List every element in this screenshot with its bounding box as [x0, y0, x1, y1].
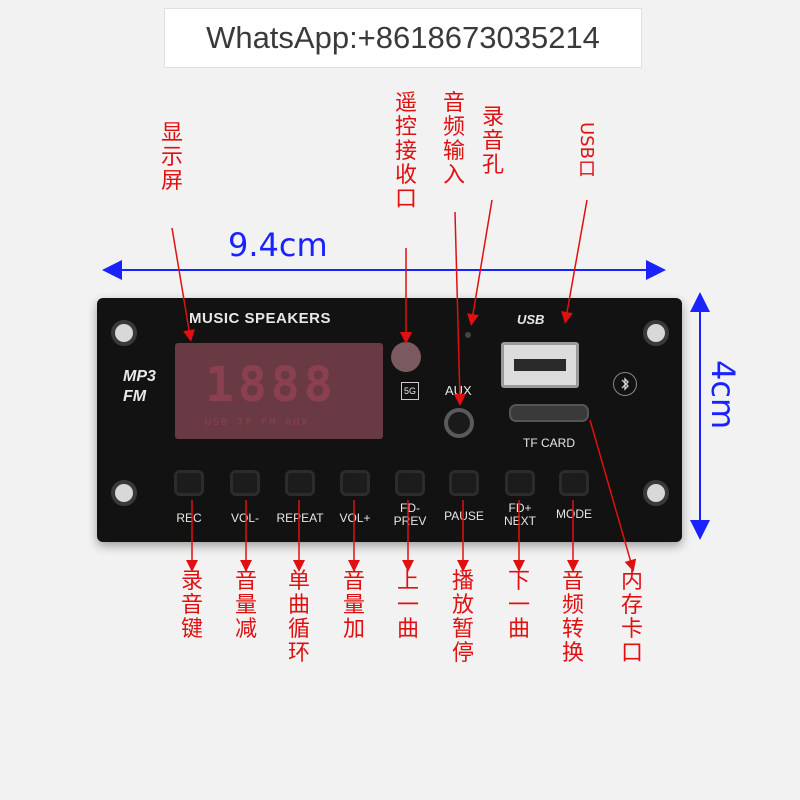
ir-icon: 5G	[401, 382, 419, 400]
label-audio-input: 音频输入	[442, 91, 465, 188]
aux-jack	[444, 408, 474, 438]
label-mode-switch: 音频转换	[561, 569, 584, 666]
mount-hole-top-left	[111, 320, 137, 346]
ir-receiver	[391, 342, 421, 372]
prev-label: FD- PREV	[393, 501, 427, 528]
pause-label: PAUSE	[444, 509, 484, 523]
vol-down-button[interactable]	[230, 470, 260, 496]
rec-label: REC	[176, 511, 202, 525]
usb-port-slot	[514, 359, 566, 371]
next-label: FD+ NEXT	[503, 501, 536, 528]
tf-card-label: TF CARD	[523, 436, 575, 450]
usb-port	[501, 342, 579, 388]
label-prev-track: 上一曲	[396, 569, 419, 642]
label-ir-receiver: 遥控接收口	[394, 91, 417, 212]
vol-down-label: VOL-	[230, 511, 259, 525]
tf-card-slot	[509, 404, 589, 422]
mount-hole-bottom-left	[111, 480, 137, 506]
usb-mark: USB	[517, 312, 545, 327]
mount-hole-bottom-right	[643, 480, 669, 506]
rec-button[interactable]	[174, 470, 204, 496]
label-display: 显示屏	[160, 121, 183, 194]
repeat-label: REPEAT	[276, 511, 324, 525]
mp3-decoder-board: MUSIC SPEAKERS MP3 FM 1888 USB TF FM AUX…	[97, 298, 682, 542]
mount-hole-top-right	[643, 320, 669, 346]
display-modes: USB TF FM AUX	[205, 417, 310, 428]
fm-logo: FM	[123, 388, 147, 405]
label-mic-hole: 录音孔	[481, 105, 504, 178]
label-record-key: 录音键	[180, 569, 203, 642]
pause-button[interactable]	[449, 470, 479, 496]
mode-button[interactable]	[559, 470, 589, 496]
brand-label: MUSIC SPEAKERS	[189, 310, 332, 327]
vol-up-label: VOL+	[339, 511, 371, 525]
display-digits: 1888	[205, 357, 337, 413]
label-volume-down: 音量减	[234, 569, 257, 642]
label-play-pause: 播放暂停	[451, 569, 474, 666]
watermark: WhatsApp:+8618673035214	[164, 8, 642, 68]
led-display: 1888 USB TF FM AUX	[175, 343, 383, 439]
bluetooth-icon	[613, 372, 637, 396]
width-dimension-label: 9.4cm	[228, 226, 328, 264]
label-next-track: 下一曲	[507, 569, 530, 642]
mp3-logo: MP3	[123, 368, 156, 385]
label-single-repeat: 单曲循环	[287, 569, 310, 666]
prev-button[interactable]	[395, 470, 425, 496]
label-volume-up: 音量加	[342, 569, 365, 642]
repeat-button[interactable]	[285, 470, 315, 496]
vol-up-button[interactable]	[340, 470, 370, 496]
mic-hole	[465, 332, 471, 338]
label-memory-card: 内存卡口	[620, 569, 643, 666]
mode-label: MODE	[556, 507, 592, 521]
next-button[interactable]	[505, 470, 535, 496]
